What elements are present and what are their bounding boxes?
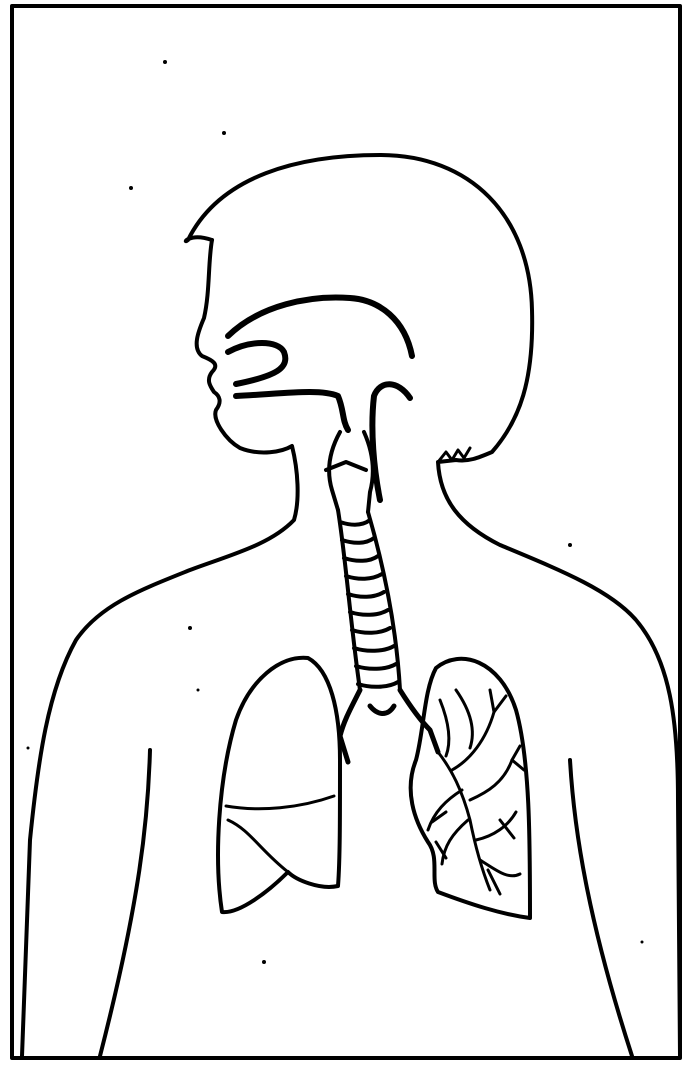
trachea <box>338 510 400 690</box>
scan-specks <box>27 60 644 964</box>
nasal-cavity-curl <box>228 343 285 384</box>
nasal-cavity-top <box>228 297 412 356</box>
oral-cavity <box>236 392 348 430</box>
bronchial-tree <box>428 690 524 894</box>
lung-right-side <box>411 659 530 918</box>
right-arm-line <box>570 760 632 1056</box>
pharynx-back <box>372 384 410 500</box>
body-outline <box>186 155 680 1056</box>
left-arm-line <box>100 750 150 1056</box>
larynx <box>326 432 373 512</box>
lung-left-side <box>218 658 340 912</box>
face-profile <box>22 240 298 1056</box>
lung-left-fissure <box>226 796 334 872</box>
figure-frame <box>12 6 680 1058</box>
